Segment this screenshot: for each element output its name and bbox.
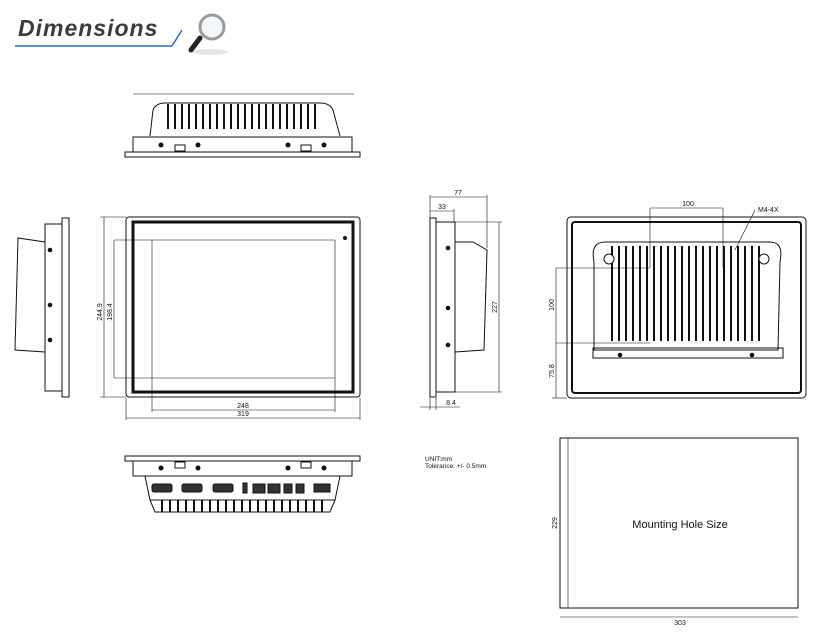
mounting-hole-outline (559, 437, 799, 618)
mounting-hole-label: Mounting Hole Size (632, 519, 727, 531)
dim-mounting-width: 303 (674, 620, 686, 627)
dim-overall-width: 319 (237, 411, 249, 418)
dim-vesa-vertical: 100 (549, 299, 556, 311)
units-note: UNIT:mm Tolerance: +/- 0.5mm (425, 456, 486, 470)
dim-body-depth: 33 (438, 204, 446, 211)
dim-mounting-height: 229 (552, 517, 559, 529)
unit-text: UNIT:mm (425, 456, 453, 463)
dim-flange: 8.4 (446, 400, 456, 407)
left-side-view (14, 217, 70, 398)
dim-vesa-horizontal: 100 (682, 201, 694, 208)
dim-active-width: 248 (237, 403, 249, 410)
tolerance-text: Tolerance: +/- 0.5mm (425, 463, 487, 470)
dim-overall-height: 244.9 (97, 303, 104, 321)
right-side-view (420, 195, 502, 410)
title-underline (15, 29, 183, 47)
bottom-view (124, 455, 361, 513)
dim-active-height: 198.4 (107, 303, 114, 321)
front-view (100, 216, 361, 420)
top-view (124, 93, 361, 158)
dim-side-height: 227 (492, 301, 499, 313)
screw-note: M4-4X (758, 207, 779, 214)
page-title: Dimensions (18, 15, 159, 41)
back-view (552, 207, 807, 399)
dim-bottom-offset: 75.8 (549, 364, 556, 378)
magnifier-icon (188, 13, 228, 55)
dim-total-depth: 77 (454, 190, 462, 197)
